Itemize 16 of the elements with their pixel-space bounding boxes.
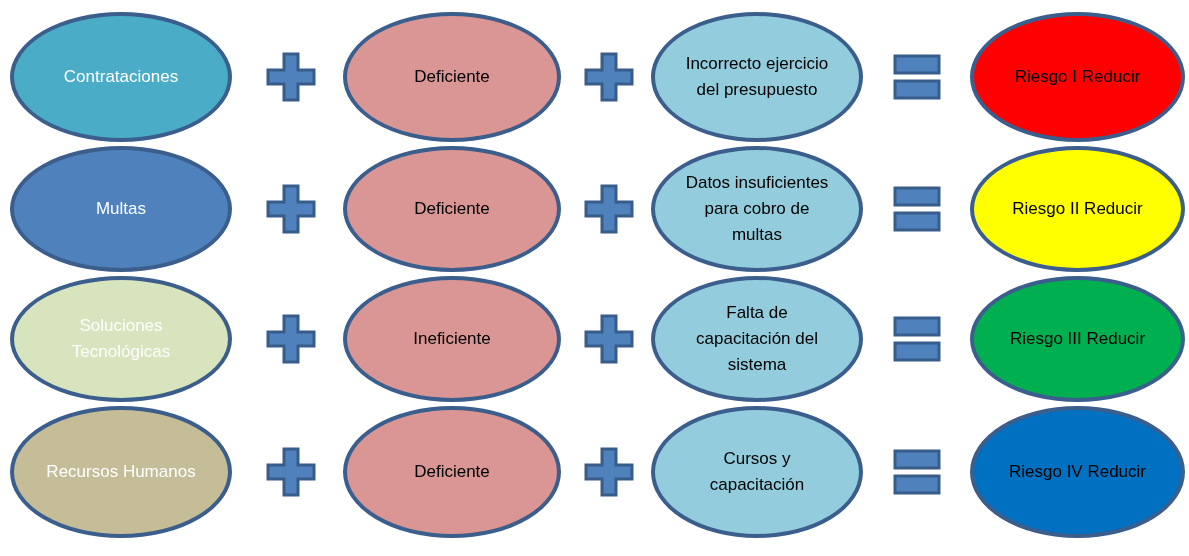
node-label: Deficiente <box>413 66 491 88</box>
node-label: Multas <box>94 198 148 220</box>
node-label: Riesgo IV Reducir <box>1008 461 1147 483</box>
node-label: Deficiente <box>413 198 491 220</box>
node-label: Incorrecto ejercicio del presupuesto <box>684 53 830 101</box>
node-label: Riesgo III Reducir <box>1008 328 1147 350</box>
node-label: Cursos y capacitación <box>708 448 806 496</box>
node-label: Datos insuficientes para cobro de multas <box>684 172 830 246</box>
node-label: Deficiente <box>413 461 491 483</box>
node-label: Soluciones Tecnológicas <box>70 315 172 363</box>
node-label: Contrataciones <box>62 66 180 88</box>
node-label: Riesgo II Reducir <box>1011 198 1144 220</box>
node-label: Recursos Humanos <box>45 461 197 483</box>
node-label: Riesgo I Reducir <box>1013 66 1142 88</box>
node-label: Ineficiente <box>412 328 492 350</box>
node-label: Falta de capacitación del sistema <box>695 302 819 376</box>
